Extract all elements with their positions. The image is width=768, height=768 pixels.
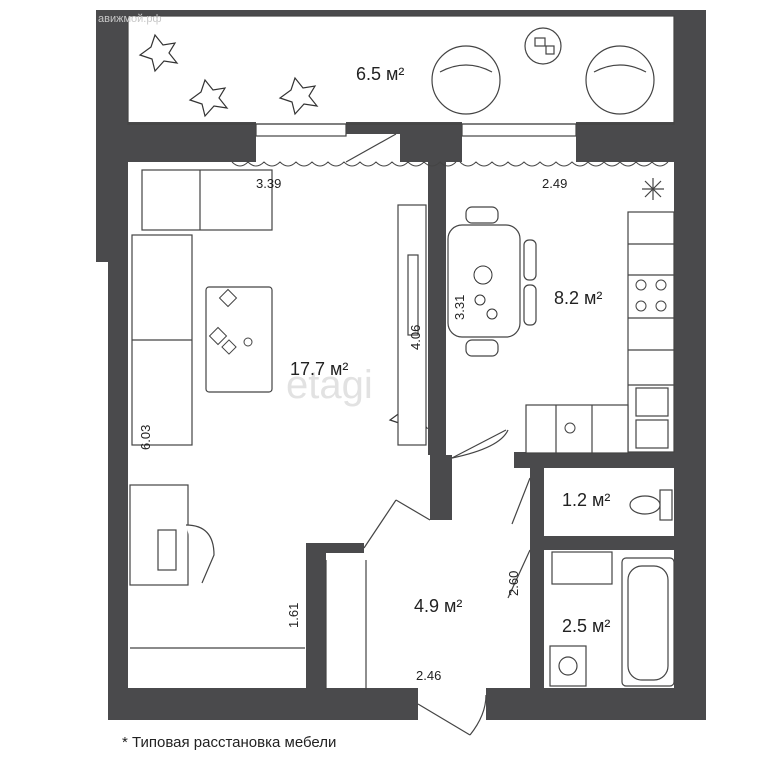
balcony-lines (127, 15, 675, 137)
kitchen-area-label: 8.2 м² (554, 288, 602, 308)
bottom-left-dim: 1.61 (286, 603, 301, 628)
hall-area-label: 4.9 м² (414, 596, 462, 616)
furniture-footnote: * Типовая расстановка мебели (122, 734, 337, 751)
sanitary-fixtures (549, 489, 675, 687)
balcony-area-label: 6.5 м² (356, 64, 404, 84)
etagi-watermark: etagi (286, 363, 373, 407)
living-furniture (129, 169, 427, 690)
hall-width-dim: 2.46 (416, 668, 441, 683)
doors (363, 429, 531, 736)
wall-length-dim: 4.06 (408, 325, 423, 350)
curtains (231, 161, 669, 167)
living-width-dim: 3.39 (256, 176, 281, 191)
kitchen-furniture (447, 206, 675, 454)
site-watermark: авижмой.рф (98, 13, 162, 25)
living-depth-dim: 6.03 (138, 425, 153, 450)
toilet-area-label: 1.2 м² (562, 490, 610, 510)
balcony-chairs (431, 27, 655, 115)
coffee-table-items (208, 288, 253, 355)
fridge-snowflake-icon (642, 178, 664, 200)
table-setting (473, 265, 498, 320)
walls (96, 10, 706, 720)
kitchen-depth-dim: 3.31 (452, 295, 467, 320)
kitchen-width-dim: 2.49 (542, 176, 567, 191)
hall-height-dim: 2.60 (506, 571, 521, 596)
balcony-door (345, 133, 397, 163)
living-area-label: 17.7 м² (290, 359, 348, 379)
bathroom-area-label: 2.5 м² (562, 616, 610, 636)
stove-burners (564, 279, 667, 434)
